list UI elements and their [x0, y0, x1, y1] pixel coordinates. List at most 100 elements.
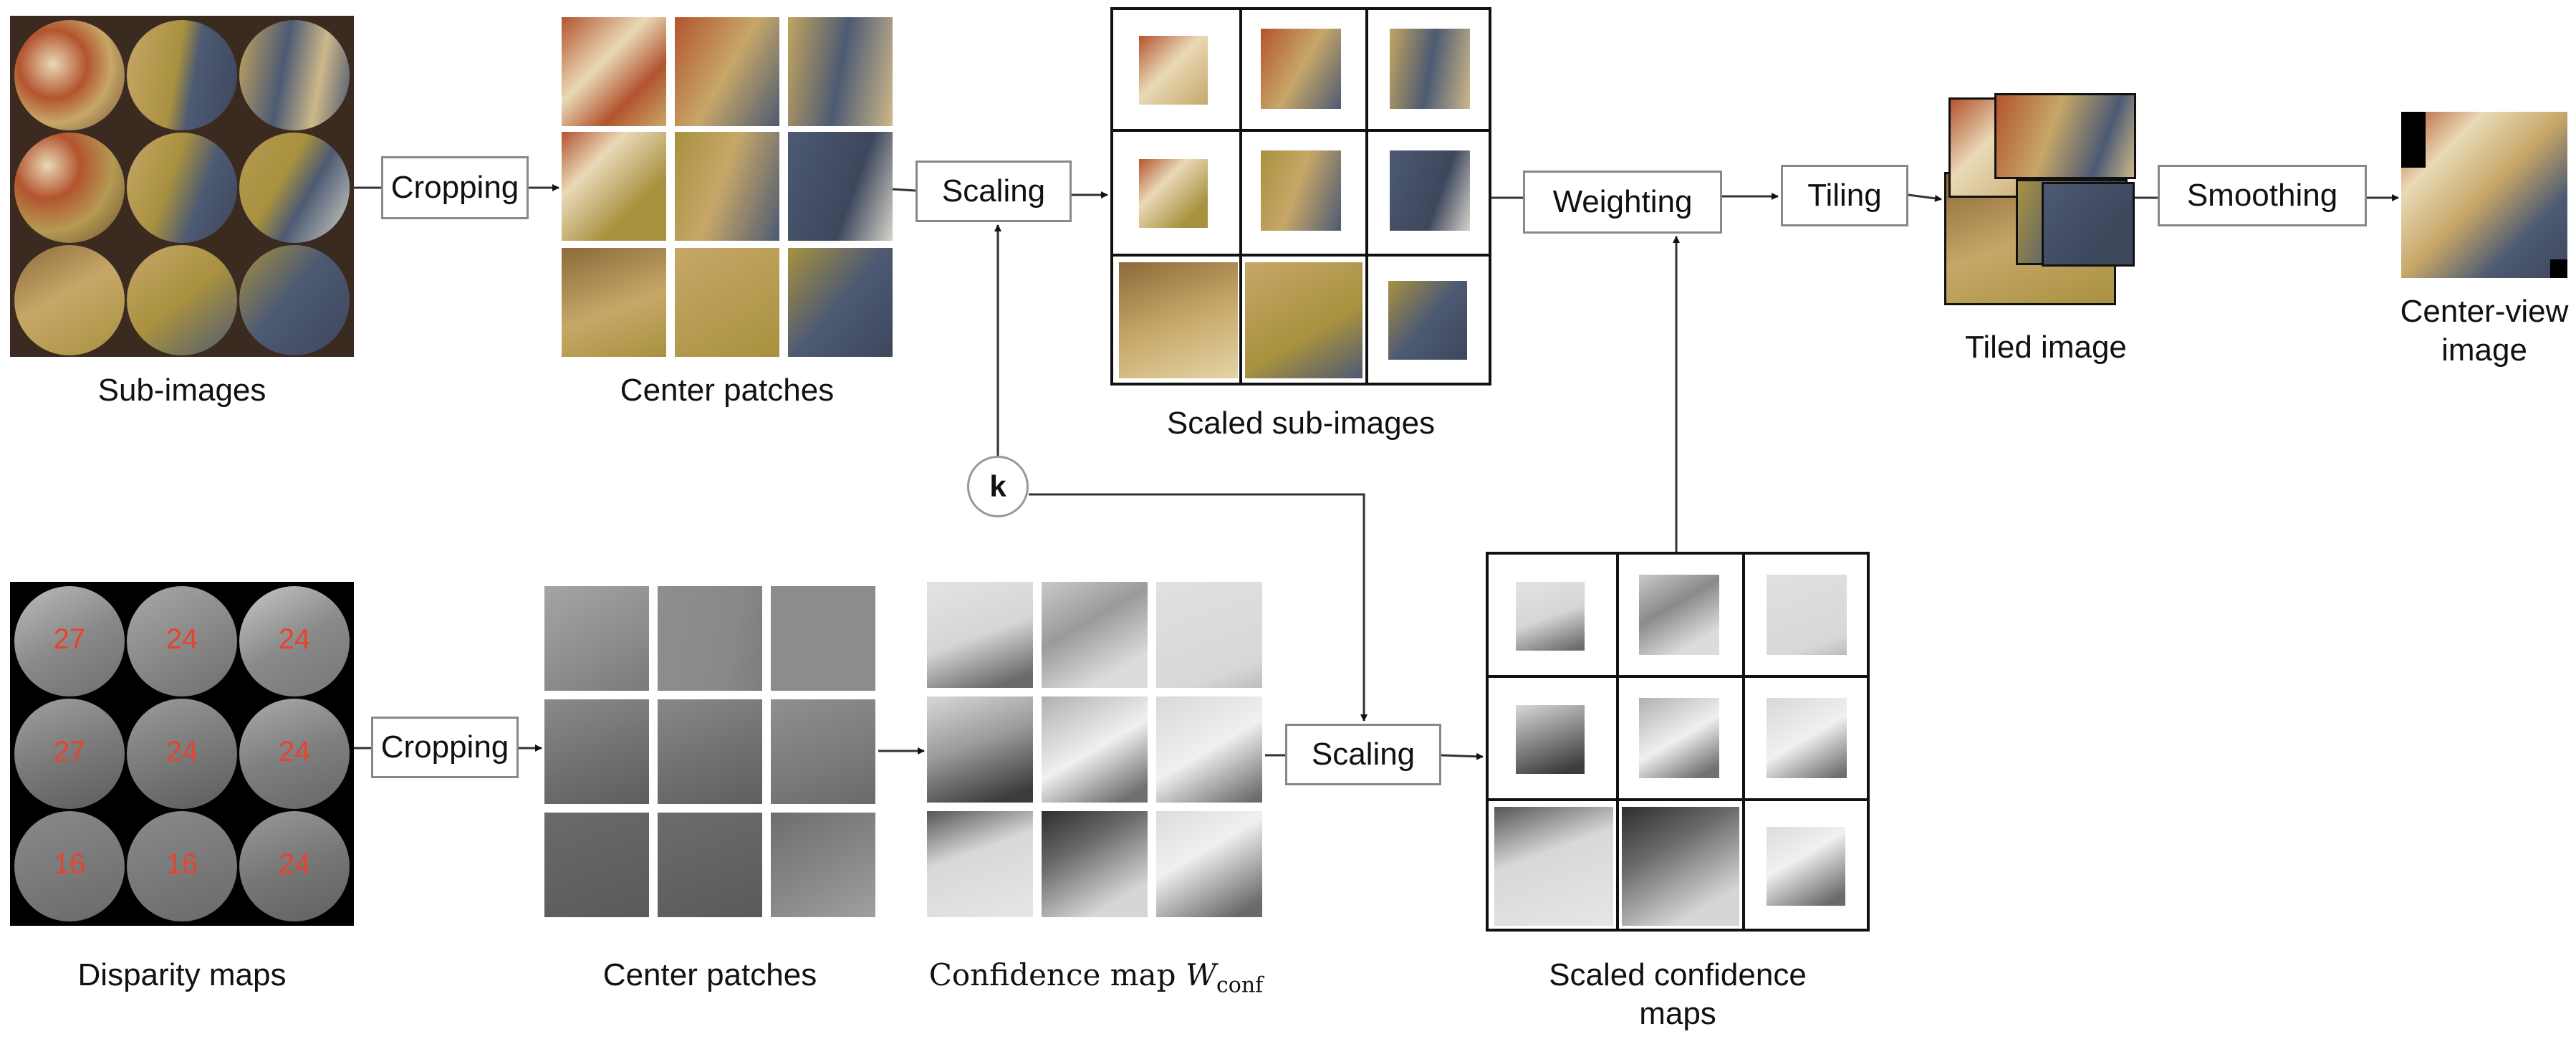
grid-divider	[1239, 10, 1242, 383]
center-patch	[562, 248, 666, 357]
center-view-label-line2: image	[2441, 332, 2527, 368]
scaled-sub-image	[1390, 29, 1470, 109]
grid-divider	[1616, 555, 1619, 929]
disparity-value: 24	[278, 736, 311, 767]
scaled-sub-image	[1388, 281, 1467, 360]
scaled-confidence-patch	[1516, 705, 1585, 774]
disparity-disk: 24	[127, 586, 237, 696]
disparity-value: 27	[53, 736, 86, 767]
sub-image	[127, 133, 237, 243]
center-patch	[562, 132, 666, 241]
confidence-patch	[1042, 696, 1148, 803]
confidence-map-label: Confidence map Wconf	[917, 957, 1275, 997]
confidence-patch	[1042, 582, 1148, 688]
weighting-box: Weighting	[1523, 171, 1722, 234]
sub-image	[14, 20, 125, 130]
k-node: k	[967, 456, 1029, 517]
smoothing-box: Smoothing	[2158, 165, 2367, 226]
cropping-top-box: Cropping	[381, 156, 529, 219]
grid-divider	[1113, 129, 1489, 132]
disparity-value: 24	[278, 623, 311, 655]
center-patches-bottom-label: Center patches	[602, 957, 817, 992]
depth-patch	[544, 813, 649, 917]
scaled-confidence-label-line2: maps	[1639, 996, 1716, 1031]
tiling-box: Tiling	[1781, 165, 1908, 226]
depth-patch	[544, 699, 649, 804]
center-view-label-line1: Center-view	[2400, 294, 2569, 329]
disparity-maps-grid: 27 24 24 27 24 24 16 16 24	[10, 582, 354, 926]
center-patch	[562, 17, 666, 126]
disparity-value: 24	[165, 623, 198, 655]
scaled-confidence-patch	[1494, 807, 1613, 926]
disparity-maps-label: Disparity maps	[77, 957, 287, 992]
center-patch	[675, 248, 779, 357]
confidence-patch	[1042, 811, 1148, 917]
sub-image	[239, 245, 350, 355]
disparity-value: 16	[53, 848, 86, 880]
arrow-scaling-to-scaled-conf	[1441, 752, 1484, 760]
tiled-image	[1944, 93, 2136, 305]
scaled-sub-image	[1245, 262, 1363, 378]
center-patches-bottom-grid	[544, 586, 875, 917]
cropping-bottom-box: Cropping	[371, 717, 519, 778]
scaled-sub-images-grid	[1110, 7, 1491, 386]
depth-patch	[771, 699, 875, 804]
sub-image	[239, 133, 350, 243]
scaling-bottom-box: Scaling	[1285, 724, 1441, 785]
scaled-sub-image	[1139, 36, 1208, 105]
confidence-map-subscript: conf	[1216, 972, 1264, 998]
scaled-sub-image	[1390, 150, 1470, 231]
disparity-disk: 16	[14, 811, 125, 921]
arrow-tiling-to-tiled	[1908, 193, 1942, 202]
grid-divider	[1742, 555, 1745, 929]
sub-images-grid	[10, 16, 354, 357]
scaled-confidence-patch	[1622, 807, 1739, 926]
scaled-confidence-patch	[1639, 698, 1719, 778]
scaled-confidence-maps-grid	[1486, 552, 1870, 932]
tile	[1994, 93, 2136, 179]
depth-patch	[658, 813, 762, 917]
sub-image	[127, 20, 237, 130]
scaled-confidence-patch	[1767, 575, 1847, 655]
center-patch	[675, 132, 779, 241]
center-patch	[788, 132, 893, 241]
tiled-image-label: Tiled image	[1965, 330, 2127, 365]
center-view-image	[2401, 112, 2567, 278]
grid-divider	[1489, 798, 1867, 801]
depth-patch	[658, 699, 762, 804]
grid-divider	[1365, 10, 1368, 383]
arrow-patches-to-scaling	[892, 188, 916, 192]
disparity-disk: 16	[127, 811, 237, 921]
scaled-sub-image	[1119, 262, 1238, 378]
depth-patch	[544, 586, 649, 691]
center-patch	[788, 17, 893, 126]
sub-image	[14, 245, 125, 355]
disparity-value: 27	[53, 623, 86, 655]
confidence-map-grid	[927, 582, 1265, 920]
scaled-confidence-patch	[1767, 698, 1847, 778]
center-patch	[675, 17, 779, 126]
scaled-sub-image	[1261, 150, 1341, 231]
disparity-disk: 27	[14, 699, 125, 809]
confidence-map-symbol: W	[1185, 957, 1216, 992]
scaled-confidence-patch	[1767, 827, 1845, 906]
depth-patch	[771, 586, 875, 691]
tile	[2042, 182, 2135, 267]
disparity-disk: 24	[239, 699, 350, 809]
disparity-value: 24	[278, 848, 311, 880]
disparity-disk: 24	[239, 811, 350, 921]
depth-patch	[771, 813, 875, 917]
disparity-disk: 24	[127, 699, 237, 809]
scaled-confidence-patch	[1516, 582, 1585, 651]
grid-divider	[1489, 675, 1867, 678]
k-label: k	[989, 469, 1006, 503]
center-patches-top-label: Center patches	[620, 373, 835, 408]
corner-black	[2401, 112, 2426, 168]
sub-images-label: Sub-images	[97, 373, 266, 408]
corner-black	[2550, 259, 2567, 278]
center-patch	[788, 248, 893, 357]
scaling-top-box: Scaling	[915, 161, 1072, 222]
disparity-value: 24	[165, 736, 198, 767]
scaled-confidence-label-line1: Scaled confidence	[1549, 957, 1807, 992]
